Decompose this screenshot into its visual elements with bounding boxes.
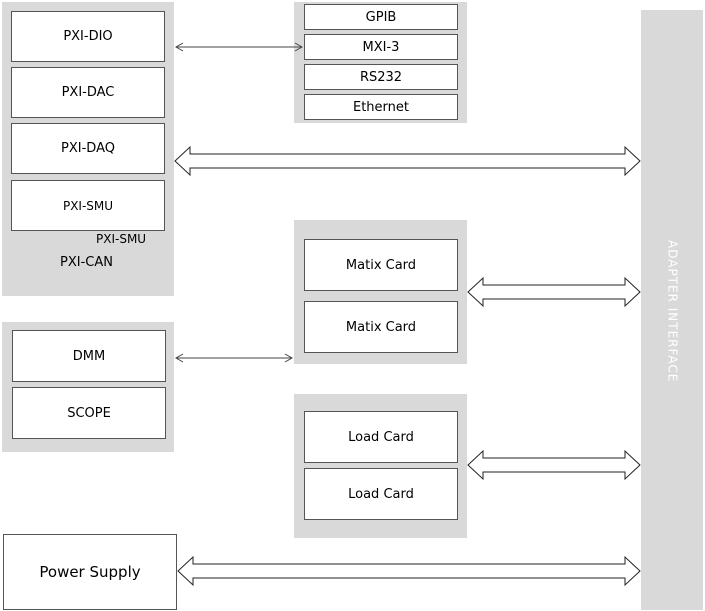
load-card-2-label: Load Card [348,486,414,502]
meter-matrix-connector [174,353,294,363]
power-adapter-arrow [177,555,641,587]
dmm-label: DMM [72,348,106,364]
rs232-box: RS232 [304,64,458,90]
pxi-smu-box: PXI-SMU [11,180,165,231]
pxi-smu-extra-label: PXI-SMU [96,232,147,246]
mxi3-box: MXI-3 [304,34,458,60]
adapter-interface-label: ADAPTER INTERFACE [665,239,680,383]
matrix-card-1-label: Matix Card [345,257,417,273]
load-card-1-label: Load Card [348,429,414,445]
pxi-daq-label: PXI-DAQ [61,141,115,156]
load-card-2: Load Card [304,468,458,520]
load-card-1: Load Card [304,411,458,463]
matrix-card-1: Matix Card [304,239,458,291]
pxi-dio-label: PXI-DIO [63,29,113,44]
dmm-box: DMM [12,330,166,382]
matrix-card-2: Matix Card [304,301,458,353]
rs232-label: RS232 [359,69,403,85]
ethernet-label: Ethernet [353,99,409,115]
mxi3-label: MXI-3 [362,39,400,55]
power-supply-box: Power Supply [3,534,177,610]
scope-box: SCOPE [12,387,166,439]
pxi-comm-connector [174,42,304,52]
pxi-dac-label: PXI-DAC [61,85,115,100]
gpib-label: GPIB [365,9,397,25]
pxi-can-label: PXI-CAN [60,255,113,270]
ethernet-box: Ethernet [304,94,458,120]
pxi-adapter-arrow [174,145,641,177]
pxi-dac-box: PXI-DAC [11,67,165,118]
scope-label: SCOPE [67,405,111,421]
matrix-adapter-arrow [467,276,641,308]
power-supply-label: Power Supply [39,563,141,581]
adapter-interface-panel [641,10,703,610]
pxi-smu-label: PXI-SMU [62,198,114,213]
adapter-interface-text: ADAPTER INTERFACE [644,12,701,610]
pxi-daq-box: PXI-DAQ [11,123,165,174]
load-adapter-arrow [467,449,641,481]
gpib-box: GPIB [304,4,458,30]
matrix-card-2-label: Matix Card [345,319,417,335]
pxi-dio-box: PXI-DIO [11,11,165,62]
